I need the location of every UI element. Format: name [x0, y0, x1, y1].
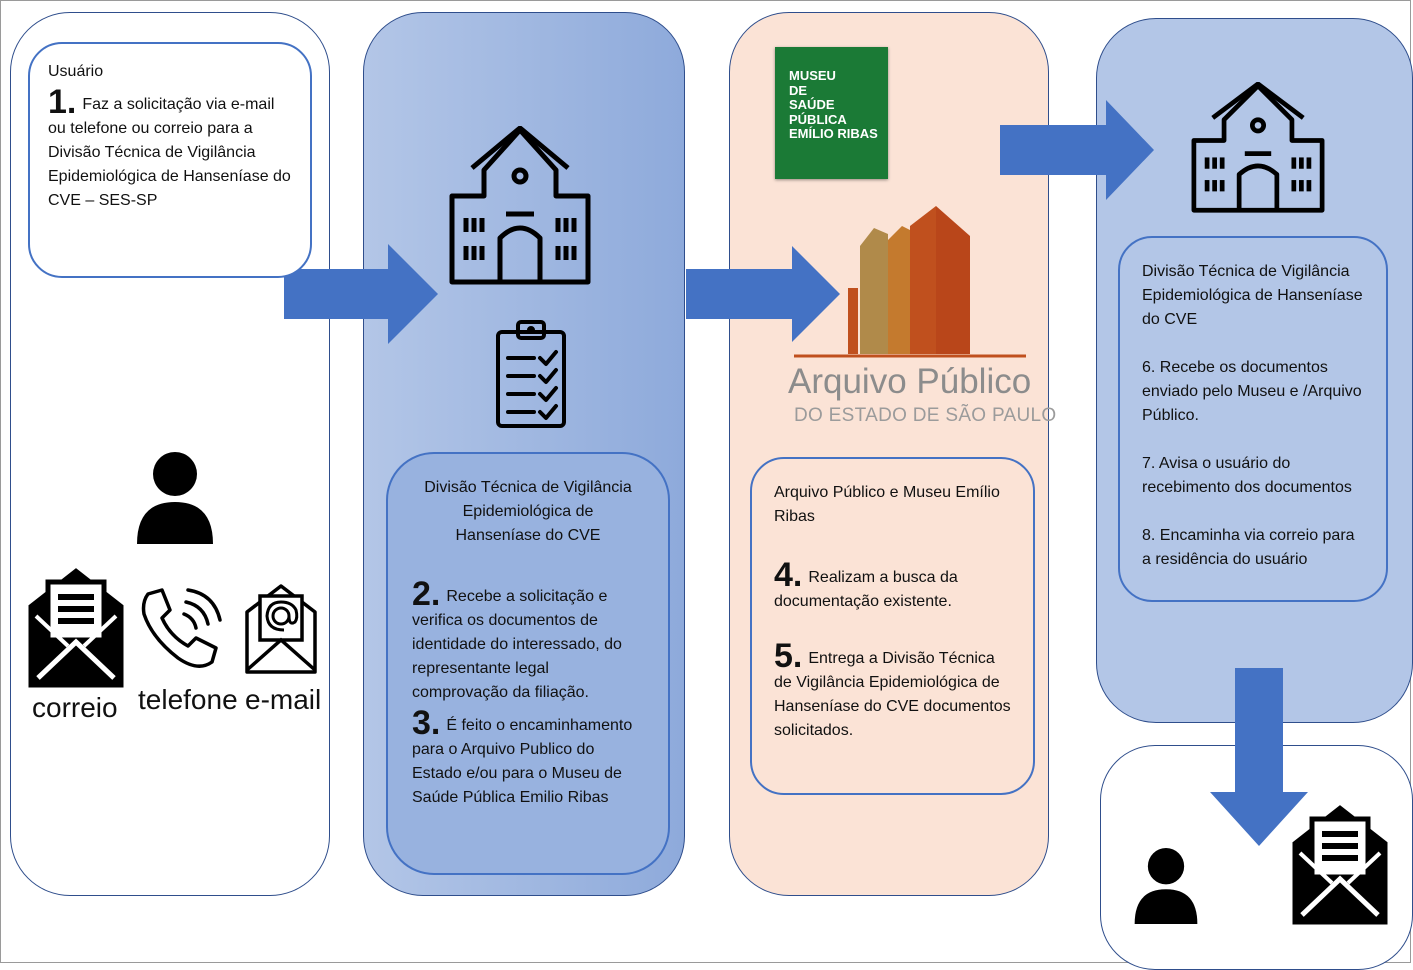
step-8: 8. Encaminha via correio para a residênc… — [1142, 527, 1355, 568]
archive-process-box: Arquivo Público e Museu Emílio Ribas 4. R… — [750, 457, 1035, 795]
step-3: 3. É feito o encaminhamento para o Arquiv… — [412, 706, 644, 810]
email-envelope-icon — [245, 584, 317, 674]
museum-logo-line: DE — [789, 82, 808, 98]
step-5-number: 5. — [774, 637, 803, 675]
building-icon — [1191, 82, 1325, 213]
arrow-division-to-archive — [686, 246, 840, 342]
museum-logo-line: MUSEU — [789, 68, 836, 83]
person-icon — [1134, 848, 1198, 924]
building-icon — [449, 126, 591, 285]
step-6: 6. Recebe os documentos enviado pelo Mus… — [1142, 359, 1362, 424]
step-5: 5. Entrega a Divisão Técnica de Vigilânci… — [774, 639, 1011, 743]
archive-building-logo — [794, 206, 1026, 358]
step-1-text-first: Faz a solicitação via e-mail — [82, 96, 275, 113]
arrow-return-to-delivery — [1210, 668, 1308, 846]
step-7: 7. Avisa o usuário do recebimento dos do… — [1142, 455, 1352, 496]
envelope-icon — [28, 568, 124, 688]
step-5-text-rest: de Vigilância Epidemiológica de Hansenía… — [774, 674, 1011, 739]
email-label: e-mail — [245, 684, 322, 715]
archive-logo-title: Arquivo Público — [788, 362, 1032, 401]
museum-logo-line: PÚBLICA — [789, 111, 847, 127]
archive-title: Arquivo Público e Museu Emílio Ribas — [774, 484, 1000, 525]
step-4-text-rest: documentação existente. — [774, 593, 952, 610]
step-4-text-first: Realizam a busca da — [808, 569, 958, 586]
arrow-user-to-division — [284, 244, 438, 344]
phone-label: telefone — [138, 684, 238, 715]
user-request-box: Usuário 1. Faz a solicitação via e-mail o… — [28, 42, 312, 278]
step-2-text-first: Recebe a solicitação e — [446, 588, 608, 605]
step-2: 2. Recebe a solicitação e verifica os doc… — [412, 577, 644, 705]
step-5-text-first: Entrega a Divisão Técnica — [808, 650, 995, 667]
step-3-number: 3. — [412, 704, 441, 742]
step-4: 4. Realizam a busca da documentação exist… — [774, 558, 1011, 614]
mail-label: correio — [32, 692, 118, 723]
museum-logo: MUSEU DE SAÚDE PÚBLICA EMÍLIO RIBAS — [775, 47, 888, 179]
arrow-archive-to-return — [1000, 100, 1154, 200]
step-2-number: 2. — [412, 575, 441, 613]
step-1: 1. Faz a solicitação via e-mail ou telefo… — [48, 85, 292, 213]
return-title: Divisão Técnica de Vigilância Epidemioló… — [1142, 263, 1363, 328]
clipboard-icon — [496, 320, 566, 428]
division-title: Divisão Técnica de Vigilância Epidemioló… — [424, 479, 632, 544]
archive-logo-subtitle: DO ESTADO DE SÃO PAULO — [794, 405, 1057, 426]
step-4-number: 4. — [774, 556, 803, 594]
step-3-text-first: É feito o encaminhamento — [446, 717, 633, 734]
step-3-text-rest: para o Arquivo Publico do Estado e/ou pa… — [412, 741, 622, 806]
person-icon — [137, 452, 213, 544]
step-1-text-rest: ou telefone ou correio para a Divisão Té… — [48, 120, 291, 209]
museum-logo-line: EMÍLIO RIBAS — [789, 126, 878, 141]
user-title: Usuário — [48, 63, 104, 80]
envelope-icon — [1292, 805, 1388, 925]
phone-icon — [141, 588, 222, 668]
museum-logo-line: SAÚDE — [789, 97, 835, 112]
return-process-box: Divisão Técnica de Vigilância Epidemioló… — [1118, 236, 1388, 602]
division-process-box: Divisão Técnica de Vigilância Epidemioló… — [386, 452, 670, 875]
step-1-number: 1. — [48, 83, 77, 121]
step-2-text-rest: verifica os documentos de identidade do … — [412, 612, 622, 701]
